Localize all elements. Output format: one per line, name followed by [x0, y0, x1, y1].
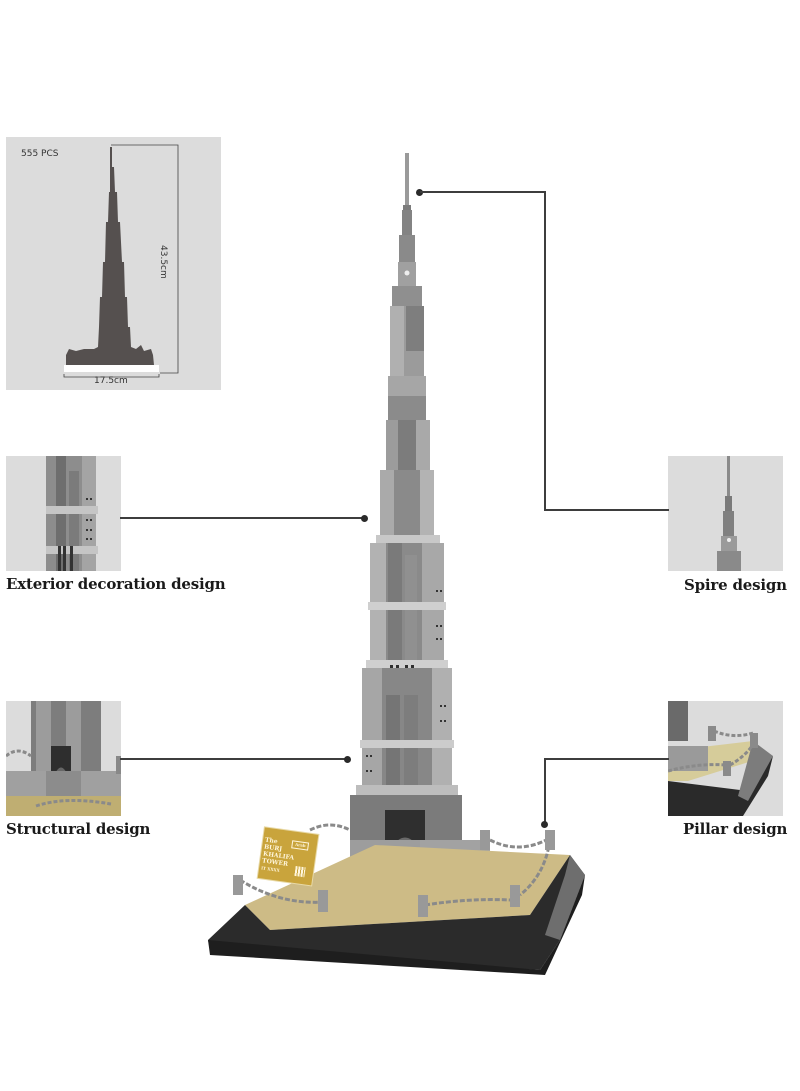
- spire-connector-line-v: [544, 191, 546, 511]
- structural-connector-line: [120, 758, 347, 760]
- structural-design-thumbnail: [6, 701, 121, 816]
- spire-detail-icon: [717, 456, 741, 571]
- pillar-connector-line-v: [544, 758, 546, 824]
- pillar-design-caption: Pillar design: [683, 820, 788, 838]
- tower-detail-icon: [46, 456, 98, 571]
- pillar-detail-icon: [668, 701, 773, 816]
- pieces-count-label: 555 PCS: [21, 149, 59, 159]
- exterior-decoration-thumbnail: [6, 456, 121, 571]
- pillar-design-thumbnail: [668, 701, 783, 816]
- dimensions-panel: 555 PCS 43.5cm 17.5cm: [6, 137, 221, 390]
- structural-design-caption: Structural design: [6, 820, 151, 838]
- exterior-decoration-caption: Exterior decoration design: [6, 575, 226, 593]
- spire-design-thumbnail: [668, 456, 783, 571]
- structural-connector-dot: [344, 756, 351, 763]
- spire-connector-dot: [416, 189, 423, 196]
- tower-base-detail-icon: [6, 701, 121, 816]
- pillar-connector-dot: [541, 821, 548, 828]
- spire-design-caption: Spire design: [684, 576, 787, 594]
- burj-khalifa-model-image: [208, 153, 585, 975]
- width-dimension-label: 17.5cm: [94, 376, 128, 386]
- tower-silhouette-icon: [63, 144, 179, 378]
- qr-code-icon: [294, 866, 306, 878]
- spire-connector-line-h2: [544, 509, 669, 511]
- spire-connector-line-h1: [420, 191, 546, 193]
- pillar-connector-line-h: [544, 758, 669, 760]
- name-plaque: The BURJ KHALIFA TOWER IT XXXX Arab: [255, 833, 313, 890]
- exterior-connector-dot: [361, 515, 368, 522]
- exterior-connector-line: [120, 517, 364, 519]
- height-dimension-label: 43.5cm: [158, 245, 168, 279]
